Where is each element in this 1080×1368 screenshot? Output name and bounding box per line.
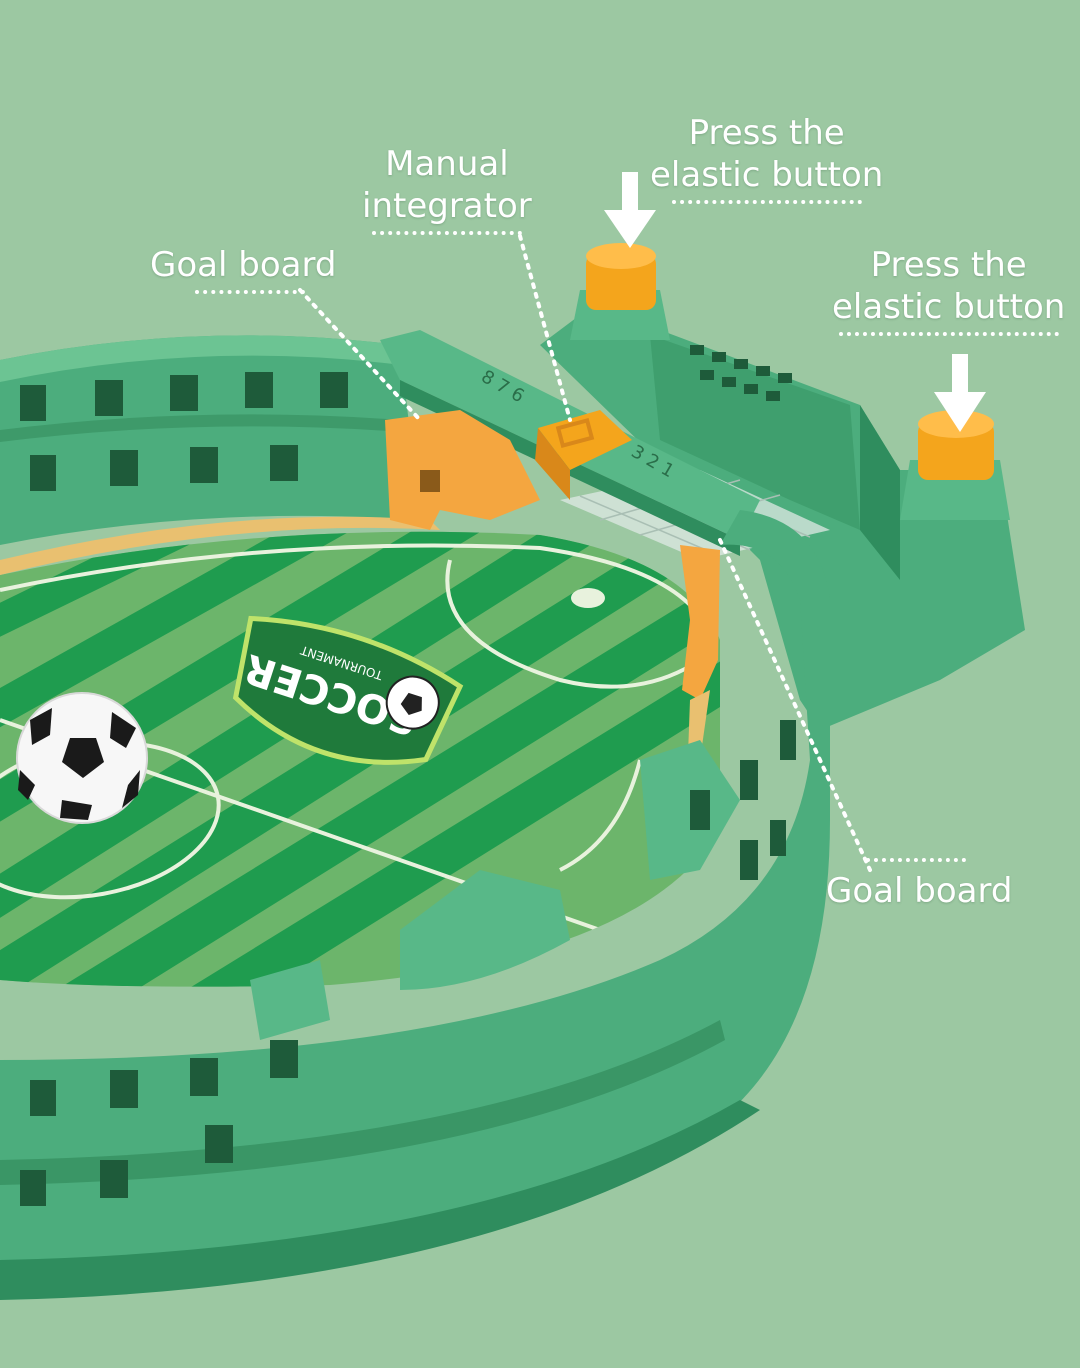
back-stand [0,335,420,545]
label-manual-integrator: Manual integrator [362,143,532,235]
soccer-ball-icon[interactable] [16,692,148,824]
down-arrow-icon-right [934,354,986,432]
leader-lines [298,234,872,872]
label-press-button-top: Press the elastic button [650,112,883,204]
label-press-button-right: Press the elastic button [832,244,1065,336]
label-goal-board-right: Goal board [826,858,1012,912]
manual-integrator-slider[interactable] [535,410,632,500]
front-stand [0,510,830,1300]
pitch-rim [0,516,440,575]
soccer-logo: SOCCER TOURNAMENT [232,615,464,765]
down-arrow-icon [604,172,656,248]
pitch [0,531,720,987]
label-goal-board-left: Goal board [150,244,336,294]
elastic-button-top[interactable] [586,243,656,310]
goal-board-left-piece[interactable] [385,410,540,530]
vent-grill [690,345,792,401]
